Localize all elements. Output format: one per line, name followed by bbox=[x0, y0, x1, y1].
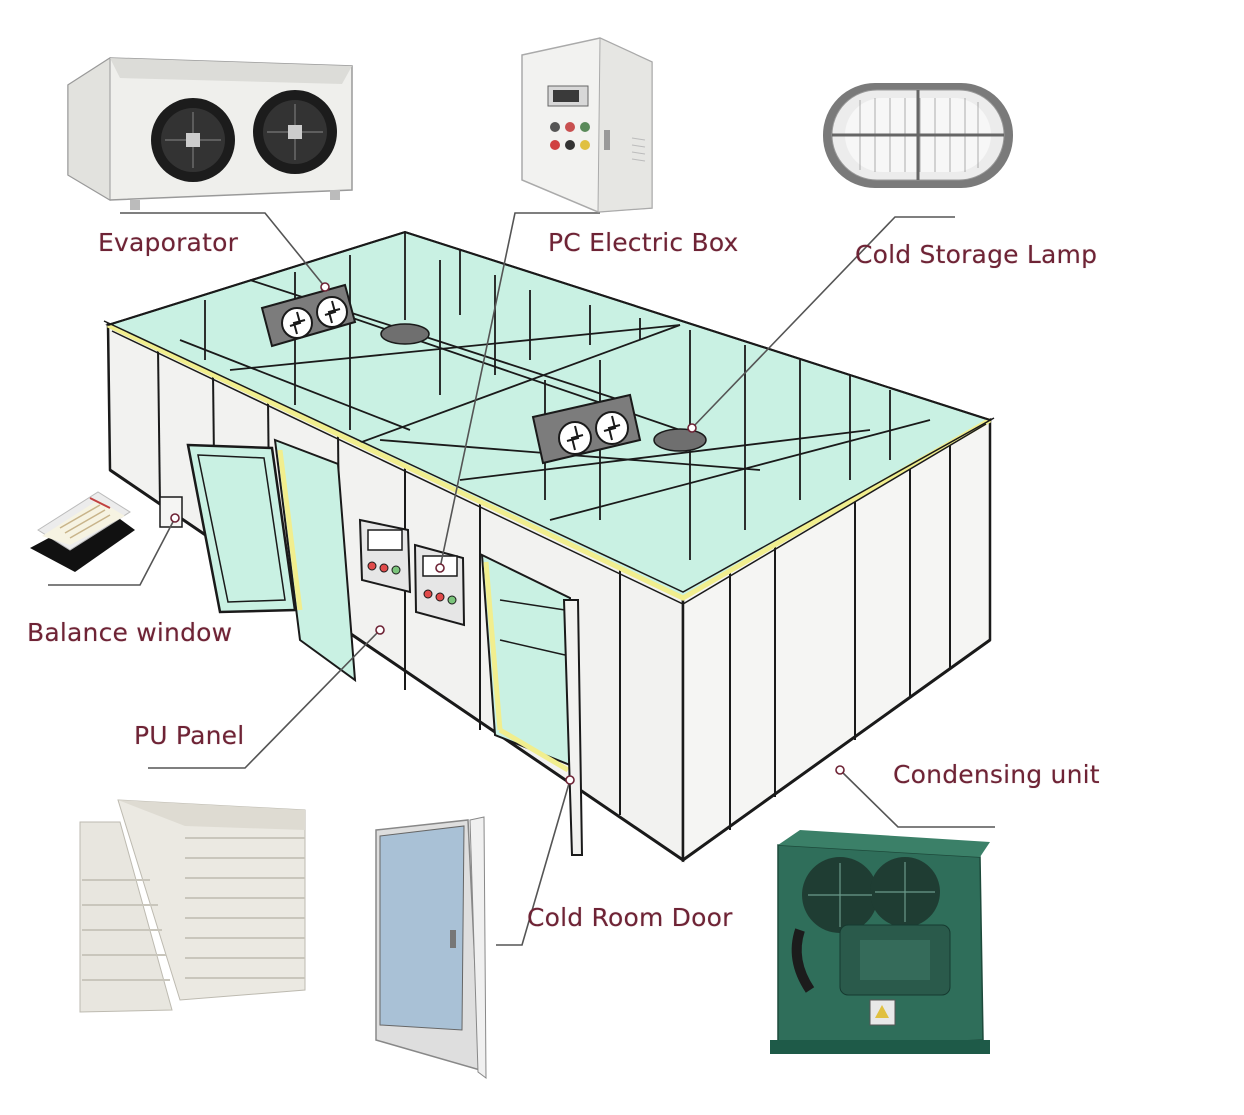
interior-grid bbox=[179, 232, 931, 560]
callout-dots bbox=[170, 282, 845, 785]
condensing-unit-label: Condensing unit bbox=[893, 760, 1100, 789]
cold-room-door-label: Cold Room Door bbox=[527, 903, 733, 932]
cold-storage-lamp-illustration bbox=[823, 83, 1013, 188]
cold-storage-lamp-leader-line bbox=[691, 216, 955, 429]
condensing-unit-leader-line bbox=[839, 769, 995, 828]
evaporator-leader-line bbox=[120, 212, 326, 288]
cold-room-door-illustration bbox=[375, 816, 487, 1080]
balance-window-leader-line bbox=[48, 517, 176, 586]
callout-lines bbox=[48, 212, 995, 946]
top-edge-back bbox=[107, 230, 991, 421]
pu-panel-leader-line bbox=[148, 629, 381, 769]
pu-panel-label: PU Panel bbox=[134, 721, 245, 750]
balance-window-label: Balance window bbox=[27, 618, 233, 647]
cold-storage-lamp-label: Cold Storage Lamp bbox=[855, 240, 1098, 269]
cold-room-door-leader-line bbox=[496, 779, 571, 946]
ceiling-evaporator-1 bbox=[260, 283, 357, 348]
pc-electric-box-illustration bbox=[521, 37, 653, 213]
evaporator-illustration bbox=[67, 57, 353, 210]
cold-room-structure bbox=[103, 230, 995, 863]
balance-window-illustration bbox=[30, 491, 135, 572]
ceiling-lamp-1 bbox=[380, 323, 430, 345]
evaporator-label: Evaporator bbox=[98, 228, 239, 257]
right-door-leaf bbox=[562, 599, 584, 856]
balance-window-port bbox=[159, 496, 183, 528]
pc-electric-box-label: PC Electric Box bbox=[548, 228, 739, 257]
top-seal-front bbox=[106, 322, 992, 601]
pc-electric-box-leader-line bbox=[439, 212, 600, 569]
pu-panel-illustration bbox=[79, 799, 306, 1013]
condensing-unit-illustration bbox=[770, 830, 990, 1054]
left-doorway bbox=[273, 438, 357, 683]
ceiling-evaporator-2 bbox=[531, 393, 642, 465]
ceiling-lamp-2 bbox=[653, 428, 707, 452]
wall-control-box-1 bbox=[358, 518, 412, 594]
wall-control-box-2 bbox=[413, 543, 466, 627]
